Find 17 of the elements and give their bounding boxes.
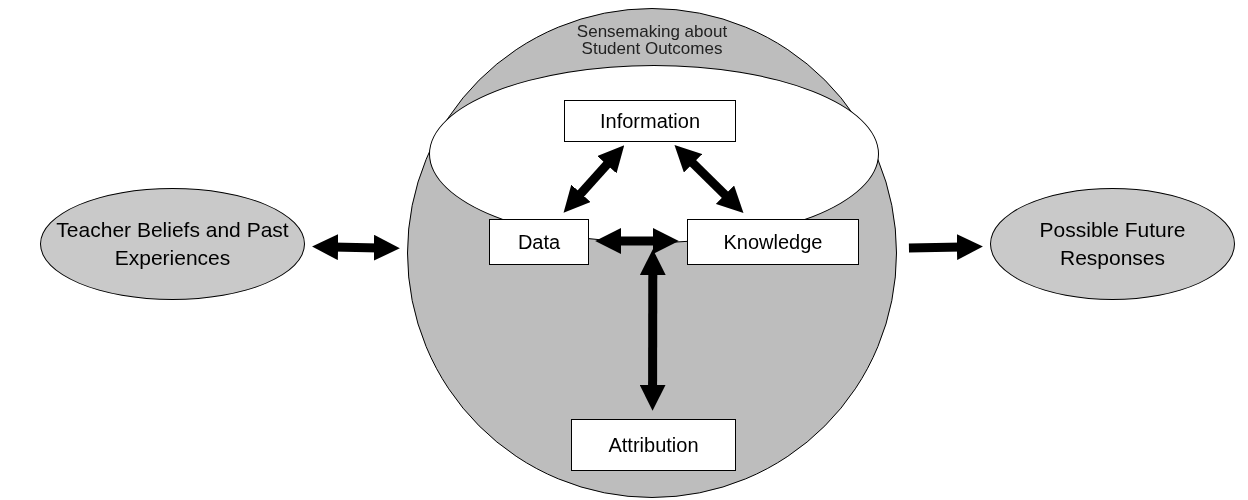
node-label: Data — [516, 229, 562, 255]
node-label: Knowledge — [722, 229, 824, 255]
double-arrow — [595, 228, 679, 254]
double-arrow — [312, 234, 400, 261]
node-label: Information — [598, 108, 702, 134]
process-box — [571, 419, 736, 471]
double-arrow — [674, 145, 744, 213]
node-label: Teacher Beliefs and Past Experiences — [55, 216, 290, 271]
container-title: Sensemaking about Student Outcomes — [575, 23, 729, 57]
node-label: Attribution — [607, 432, 700, 458]
double-arrow — [563, 145, 625, 213]
double-arrow — [639, 249, 666, 411]
node-label: Possible Future Responses — [1038, 216, 1187, 271]
double-arrow — [908, 234, 983, 261]
process-box — [489, 219, 589, 265]
process-box — [564, 100, 736, 142]
process-box — [687, 219, 859, 265]
